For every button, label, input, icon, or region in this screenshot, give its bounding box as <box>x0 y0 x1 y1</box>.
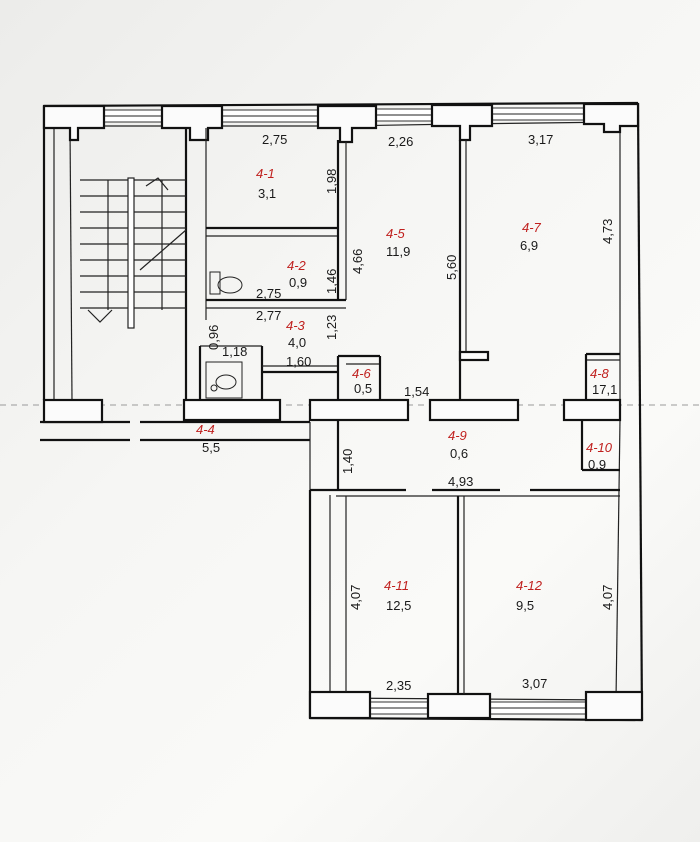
room-id-4-3: 4-2 <box>287 258 307 273</box>
room-label-4-3: 4-2 0,9 <box>287 258 307 290</box>
stairwell <box>80 128 207 329</box>
dim-0-96: 0,96 <box>206 325 221 350</box>
room-label-4-4: 4-1 3,1 <box>256 166 276 201</box>
room-id-4-1: 4-3 <box>286 318 306 333</box>
room-area-4-5: 11,9 <box>386 244 410 259</box>
dim-2-75-mid: 2,75 <box>256 286 281 301</box>
room-id-4-9: 4-8 <box>590 366 610 381</box>
room-label-4-10: 4-10 0,9 <box>586 440 613 472</box>
dim-4-73: 4,73 <box>600 219 615 244</box>
dim-2-26: 2,26 <box>388 134 413 149</box>
dim-2-77: 2,77 <box>256 308 281 323</box>
dim-5-60: 5,60 <box>444 255 459 280</box>
room-id-4-5: 4-5 <box>386 226 406 241</box>
dim-1-40: 1,40 <box>340 449 355 474</box>
dim-4-07-right: 4,07 <box>600 585 615 610</box>
dim-3-07: 3,07 <box>522 676 547 691</box>
dim-4-07-left: 4,07 <box>348 585 363 610</box>
bath-fixture <box>205 361 243 399</box>
room-area-4-8: 6,9 <box>520 238 538 253</box>
room-area-4-2: 5,5 <box>202 440 220 455</box>
room-id-4-8: 4-7 <box>522 220 542 235</box>
room-area-4-9: 17,1 <box>592 382 617 397</box>
room-area-4-3: 0,9 <box>289 275 307 290</box>
dim-4-93: 4,93 <box>448 474 473 489</box>
room-label-4-2: 4-4 5,5 <box>196 422 220 455</box>
windows-bottom <box>369 701 587 715</box>
dim-1-60: 1,60 <box>286 354 311 369</box>
room-label-4-9: 4-8 17,1 <box>590 366 617 397</box>
room-area-4-1: 4,0 <box>288 335 306 350</box>
interior-walls <box>184 140 620 694</box>
dim-2-35: 2,35 <box>386 678 411 693</box>
dim-1-98: 1,98 <box>324 169 339 194</box>
room-label-4-1: 4-3 4,0 <box>286 318 306 350</box>
dim-1-18: 1,18 <box>222 344 247 359</box>
dim-1-23: 1,23 <box>324 315 339 340</box>
room-area-4-10: 0,9 <box>588 457 606 472</box>
room-label-4-11: 4-12 9,5 <box>516 578 543 613</box>
dim-1-54: 1,54 <box>404 384 429 399</box>
dim-1-46: 1,46 <box>324 269 339 294</box>
room-label-4-8: 4-7 6,9 <box>520 220 542 253</box>
room-id-4-11: 4-12 <box>516 578 543 593</box>
windows-top <box>103 107 585 123</box>
toilet-fixture <box>209 271 243 295</box>
dimension-labels: 2,75 2,26 3,17 1,98 4,66 5,60 4,73 1,46 … <box>206 132 615 693</box>
dim-3-17: 3,17 <box>528 132 553 147</box>
dim-2-75-top: 2,75 <box>262 132 287 147</box>
room-id-4-4: 4-1 <box>256 166 275 181</box>
room-area-4-6: 0,5 <box>354 381 372 396</box>
room-id-4-7: 4-9 <box>448 428 467 443</box>
room-area-4-12: 12,5 <box>386 598 411 613</box>
dim-4-66: 4,66 <box>350 249 365 274</box>
wall-piers <box>42 102 644 722</box>
room-id-4-12: 4-11 <box>384 578 409 593</box>
room-area-4-11: 9,5 <box>516 598 534 613</box>
room-id-4-10: 4-10 <box>586 440 613 455</box>
room-area-4-7: 0,6 <box>450 446 468 461</box>
room-id-4-2: 4-4 <box>196 422 215 437</box>
room-label-4-7: 4-9 0,6 <box>448 428 468 461</box>
room-id-4-6: 4-6 <box>352 366 372 381</box>
room-label-4-5: 4-5 11,9 <box>386 226 410 259</box>
room-area-4-4: 3,1 <box>258 186 276 201</box>
room-label-4-12: 4-11 12,5 <box>384 578 411 613</box>
room-label-4-6: 4-6 0,5 <box>352 366 372 396</box>
